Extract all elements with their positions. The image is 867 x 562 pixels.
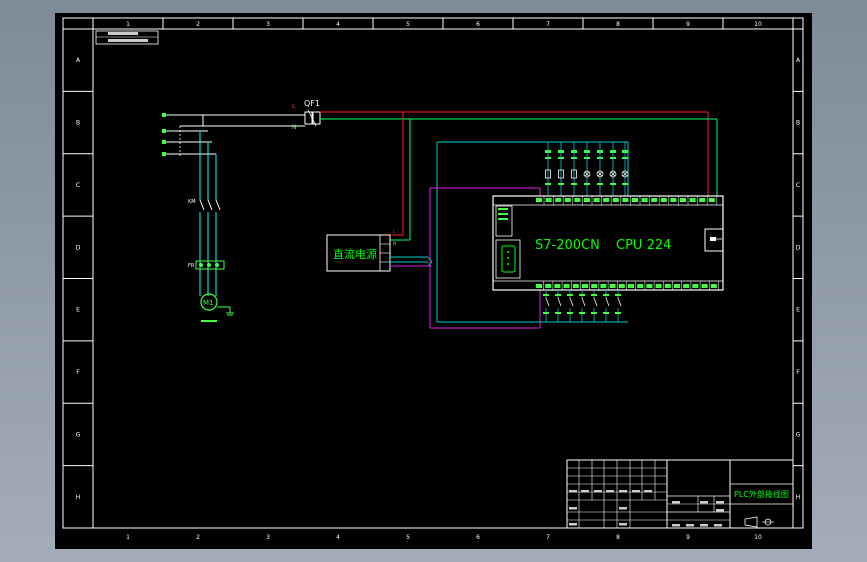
- zone-col-bottom-8: 8: [616, 534, 620, 541]
- svg-text:L: L: [292, 103, 296, 110]
- title-block-grid: [567, 460, 667, 528]
- title-block: PLC外部接线图: [566, 459, 794, 529]
- zone-col-bottom-5: 5: [406, 534, 410, 541]
- expansion-port: [704, 228, 724, 252]
- svg-text:L: L: [393, 229, 396, 234]
- zone-col-top-5: 5: [406, 21, 410, 28]
- input-switch: [557, 297, 562, 307]
- output-coil: [571, 169, 577, 179]
- zone-row-left-F: F: [76, 369, 80, 376]
- zone-row-left-B: B: [76, 120, 80, 127]
- drawing-code-box: [95, 30, 159, 45]
- zone-col-bottom-1: 1: [126, 534, 130, 541]
- zone-col-bottom-7: 7: [546, 534, 550, 541]
- dc-power-supply: 直流电源 L N: [326, 229, 396, 272]
- zone-row-right-F: F: [796, 369, 800, 376]
- zone-col-bottom-3: 3: [266, 534, 270, 541]
- svg-text:N: N: [292, 124, 297, 131]
- input-switch: [545, 297, 550, 307]
- zone-col-top-10: 10: [754, 21, 762, 28]
- zone-row-right-G: G: [796, 431, 801, 438]
- zone-col-top-2: 2: [196, 21, 200, 28]
- zone-row-right-D: D: [796, 244, 801, 251]
- zone-col-top-9: 9: [686, 21, 690, 28]
- zone-row-right-H: H: [796, 494, 801, 501]
- zone-row-left-H: H: [76, 494, 81, 501]
- zone-ticks: [63, 18, 803, 529]
- zone-col-bottom-10: 10: [754, 534, 762, 541]
- indicator-lamp: [621, 170, 629, 178]
- three-phase-feed: [162, 113, 305, 158]
- indicator-lamp: [596, 170, 604, 178]
- input-switch: [569, 297, 574, 307]
- input-switch: [605, 297, 610, 307]
- plc-terminals: [536, 196, 719, 290]
- thermal-relay: [195, 260, 225, 270]
- zone-row-left-D: D: [76, 244, 81, 251]
- zone-col-top-3: 3: [266, 21, 270, 28]
- input-switch: [581, 297, 586, 307]
- zone-row-right-E: E: [796, 307, 800, 314]
- zone-row-left-G: G: [76, 431, 81, 438]
- breaker-qf1: QF1: [304, 99, 321, 127]
- zone-row-right-A: A: [796, 57, 801, 64]
- zone-col-top-8: 8: [616, 21, 620, 28]
- dc-supply-label: 直流电源: [333, 247, 377, 261]
- indicator-lamp: [609, 170, 617, 178]
- breaker-label: QF1: [304, 99, 320, 108]
- port-cover: [495, 239, 521, 279]
- dc-output-wiring: [390, 141, 629, 329]
- zone-row-left-C: C: [76, 182, 80, 189]
- svg-text:N: N: [393, 241, 396, 246]
- indicator-lamp: [583, 170, 591, 178]
- plc-cpu-224: S7-200CN CPU 224: [492, 195, 724, 291]
- zone-col-bottom-2: 2: [196, 534, 200, 541]
- zone-col-bottom-4: 4: [336, 534, 340, 541]
- zone-col-top-7: 7: [546, 21, 550, 28]
- motor-label: M1: [203, 299, 214, 307]
- drawing-code-text: [108, 32, 138, 35]
- supply-wiring: [320, 111, 718, 241]
- motor-branch: KM FR M1: [188, 131, 234, 322]
- input-switch: [593, 297, 598, 307]
- drawing-code-subtext: [108, 39, 148, 42]
- zone-col-bottom-6: 6: [476, 534, 480, 541]
- plc-output-devices: [545, 142, 629, 196]
- zone-col-top-6: 6: [476, 21, 480, 28]
- cpu-type: CPU 224: [616, 238, 671, 253]
- zone-row-right-C: C: [796, 182, 800, 189]
- motor-symbol: [200, 293, 218, 311]
- zone-row-left-E: E: [76, 307, 80, 314]
- zone-col-top-4: 4: [336, 21, 340, 28]
- title-block-text: [569, 490, 724, 527]
- plc-input-devices: [543, 290, 622, 322]
- output-coil: [558, 169, 564, 179]
- output-coil: [545, 169, 551, 179]
- svg-text:KM: KM: [188, 199, 196, 205]
- status-led-panel: [495, 205, 513, 237]
- zone-row-left-A: A: [76, 57, 81, 64]
- title-block-name: PLC外部接线图: [734, 489, 789, 499]
- comm-port: [501, 245, 516, 273]
- cpu-model: S7-200CN: [535, 238, 600, 253]
- zone-col-top-1: 1: [126, 21, 130, 28]
- input-switch: [617, 297, 622, 307]
- zone-row-right-B: B: [796, 120, 800, 127]
- svg-text:FR: FR: [188, 263, 195, 269]
- zone-col-bottom-9: 9: [686, 534, 690, 541]
